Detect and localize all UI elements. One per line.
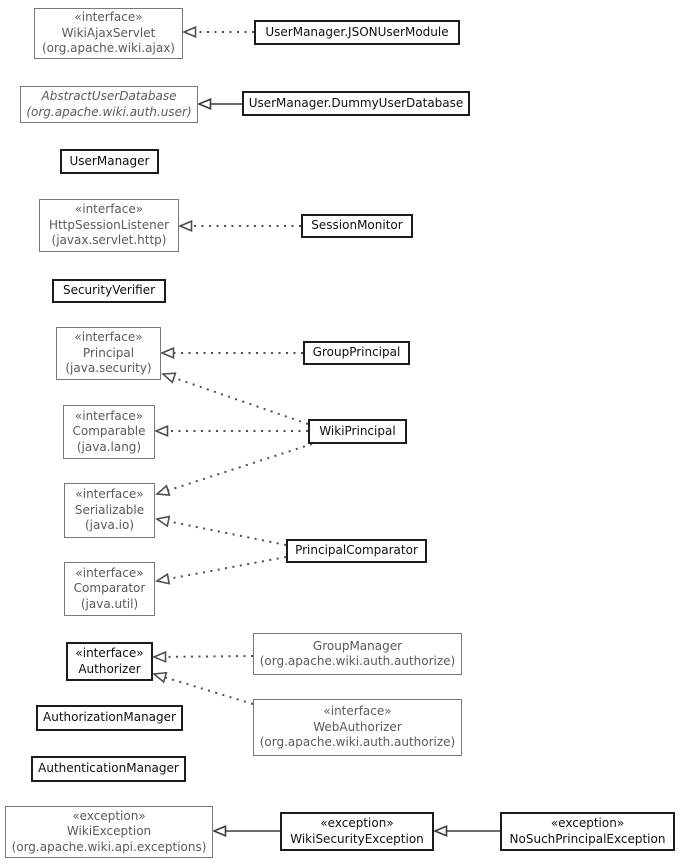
class-package: (org.apache.wiki.api.exceptions) xyxy=(11,839,207,854)
class-name: Comparable xyxy=(72,424,146,439)
node-json-user-module: UserManager.JSONUserModule xyxy=(254,20,460,45)
class-name: PrincipalComparator xyxy=(295,543,418,558)
class-package: (org.apache.wiki.auth.authorize) xyxy=(259,735,456,750)
class-package: (java.util) xyxy=(80,596,139,611)
node-wiki-security-exception: «exception» WikiSecurityException xyxy=(280,812,434,851)
class-name: AbstractUserDatabase xyxy=(41,89,177,103)
node-serializable: «interface» Serializable (java.io) xyxy=(64,483,155,538)
class-package: (org.apache.wiki.auth.authorize) xyxy=(259,654,456,668)
edge-principalcomparator-implements-comparator xyxy=(154,556,287,585)
class-name: GroupManager xyxy=(312,638,403,653)
node-group-manager: GroupManager (org.apache.wiki.auth.autho… xyxy=(253,633,462,675)
node-authorization-manager: AuthorizationManager xyxy=(36,705,183,731)
class-name: Serializable xyxy=(74,502,145,517)
node-web-authorizer: «interface» WebAuthorizer (org.apache.wi… xyxy=(253,699,462,756)
node-wiki-principal: WikiPrincipal xyxy=(308,419,407,444)
node-no-such-principal-exception: «exception» NoSuchPrincipalException xyxy=(500,812,675,851)
class-stereotype: «interface» xyxy=(74,330,143,345)
node-wiki-ajax-servlet: «interface» WikiAjaxServlet (org.apache.… xyxy=(34,8,183,59)
edge-wikiprincipal-implements-principal xyxy=(161,372,309,425)
node-wiki-exception: «exception» WikiException (org.apache.wi… xyxy=(5,806,213,858)
node-group-principal: GroupPrincipal xyxy=(303,341,410,365)
class-name: AuthorizationManager xyxy=(43,710,176,725)
node-http-session-listener: «interface» HttpSessionListener (javax.s… xyxy=(39,199,179,252)
node-security-verifier: SecurityVerifier xyxy=(52,279,166,303)
edge-principalcomparator-implements-serializable xyxy=(154,515,287,546)
class-package: (java.lang) xyxy=(76,439,142,454)
class-name: SessionMonitor xyxy=(311,218,403,233)
class-name: WikiAjaxServlet xyxy=(61,25,156,40)
class-stereotype: «interface» xyxy=(323,704,392,719)
node-principal: «interface» Principal (java.security) xyxy=(56,327,161,380)
class-stereotype: «interface» xyxy=(75,565,144,580)
edge-webauthorizer-extends-authorizer xyxy=(152,671,254,705)
class-name: WikiPrincipal xyxy=(319,423,396,438)
class-name: Authorizer xyxy=(78,661,141,676)
class-stereotype: «exception» xyxy=(72,808,146,823)
class-stereotype: «interface» xyxy=(75,487,144,502)
class-name: HttpSessionListener xyxy=(48,217,170,232)
class-name: AuthenticationManager xyxy=(38,761,179,776)
class-package: (org.apache.wiki.auth.user) xyxy=(26,104,192,119)
class-name: GroupPrincipal xyxy=(312,345,401,360)
edge-groupmanager-implements-authorizer xyxy=(151,650,254,663)
node-comparator: «interface» Comparator (java.util) xyxy=(64,562,155,616)
class-name: UserManager.JSONUserModule xyxy=(265,24,449,39)
class-name: WikiException xyxy=(66,824,152,839)
class-stereotype: «interface» xyxy=(74,202,144,217)
node-principal-comparator: PrincipalComparator xyxy=(286,539,427,563)
class-stereotype: «exception» xyxy=(320,816,394,830)
node-abstract-user-database: AbstractUserDatabase (org.apache.wiki.au… xyxy=(20,86,198,123)
class-package: (org.apache.wiki.ajax) xyxy=(42,41,175,56)
class-name: WebAuthorizer xyxy=(313,719,402,734)
node-authentication-manager: AuthenticationManager xyxy=(31,756,186,782)
node-user-manager: UserManager xyxy=(60,149,159,174)
class-package: (javax.servlet.http) xyxy=(51,233,167,248)
class-name: Principal xyxy=(82,345,135,360)
class-stereotype: «interface» xyxy=(75,646,144,660)
class-name: WikiSecurityException xyxy=(290,831,424,846)
class-name: NoSuchPrincipalException xyxy=(509,831,666,846)
class-name: SecurityVerifier xyxy=(62,283,156,298)
class-package: (java.io) xyxy=(85,518,134,533)
class-name: Comparator xyxy=(73,581,146,596)
class-stereotype: «interface» xyxy=(74,10,143,25)
edge-wikiprincipal-implements-serializable xyxy=(155,443,313,496)
class-package: (java.security) xyxy=(65,361,152,376)
node-authorizer: «interface» Authorizer xyxy=(66,642,153,681)
node-comparable: «interface» Comparable (java.lang) xyxy=(63,405,155,459)
class-stereotype: «interface» xyxy=(74,408,144,423)
class-name: UserManager.DummyUserDatabase xyxy=(248,95,464,110)
class-name: UserManager xyxy=(69,153,150,168)
class-stereotype: «exception» xyxy=(550,816,625,830)
node-dummy-user-database: UserManager.DummyUserDatabase xyxy=(242,91,470,116)
node-session-monitor: SessionMonitor xyxy=(301,214,413,238)
